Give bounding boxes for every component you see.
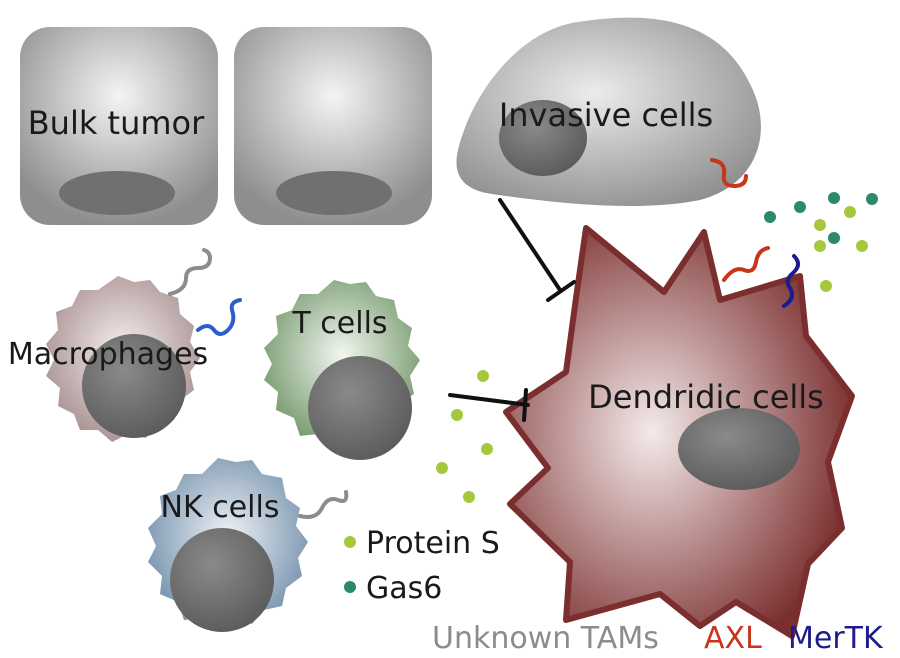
protein-s-dot: [814, 219, 826, 231]
dendritic-cells-label: Dendridic cells: [588, 378, 824, 416]
unknown-tam-receptor-macrophage: [168, 248, 213, 296]
nk-cells-label: NK cells: [161, 490, 280, 525]
unknown-tam-receptor-nk: [298, 490, 349, 519]
protein-s-dot: [820, 280, 832, 292]
invasive-cell: [456, 17, 761, 207]
protein-s-dot: [463, 491, 475, 503]
inhibition-arrow-tcells-to-dendritic: [448, 388, 530, 422]
protein-s-dot: [477, 370, 489, 382]
t-cells-label: T cells: [291, 306, 387, 341]
macrophages-label: Macrophages: [8, 337, 208, 372]
gas6-dot: [794, 201, 806, 213]
inhibition-arrow-invasive-to-dendritic: [498, 198, 576, 302]
dendritic-cell: [503, 225, 855, 639]
bulk-tumor-cell-2: [234, 27, 432, 225]
protein-s-dot: [451, 409, 463, 421]
gas6-legend-dot: [344, 581, 356, 593]
unknown-tams-legend-label: Unknown TAMs: [432, 621, 659, 656]
bulk-tumor-cell-1: [20, 27, 218, 225]
protein-s-dot: [844, 206, 856, 218]
protein-s-dot: [436, 462, 448, 474]
gas6-dot: [828, 192, 840, 204]
protein-s-dot: [856, 240, 868, 252]
mertk-legend-label: MerTK: [788, 621, 884, 656]
bulk-tumor-label: Bulk tumor: [28, 104, 205, 142]
gas6-dot: [764, 211, 776, 223]
protein-s-dot: [481, 443, 493, 455]
macrophage-cell: [46, 276, 200, 442]
protein-s-dot: [814, 240, 826, 252]
t-cell: [264, 280, 420, 460]
gas6-legend-label: Gas6: [366, 571, 442, 606]
protein-s-legend-label: Protein S: [366, 526, 500, 561]
nk-cell: [148, 458, 308, 632]
invasive-cells-label: Invasive cells: [499, 96, 713, 134]
ligand-dots: [436, 192, 878, 503]
axl-receptor-dendritic: [722, 246, 770, 282]
axl-receptor-invasive: [710, 158, 748, 189]
mertk-receptor-dendritic: [782, 254, 800, 308]
protein-s-legend-dot: [344, 536, 356, 548]
gas6-dot: [866, 193, 878, 205]
gas6-dot: [828, 232, 840, 244]
axl-legend-label: AXL: [704, 621, 762, 656]
macrophage-receptor-blue: [196, 298, 242, 336]
